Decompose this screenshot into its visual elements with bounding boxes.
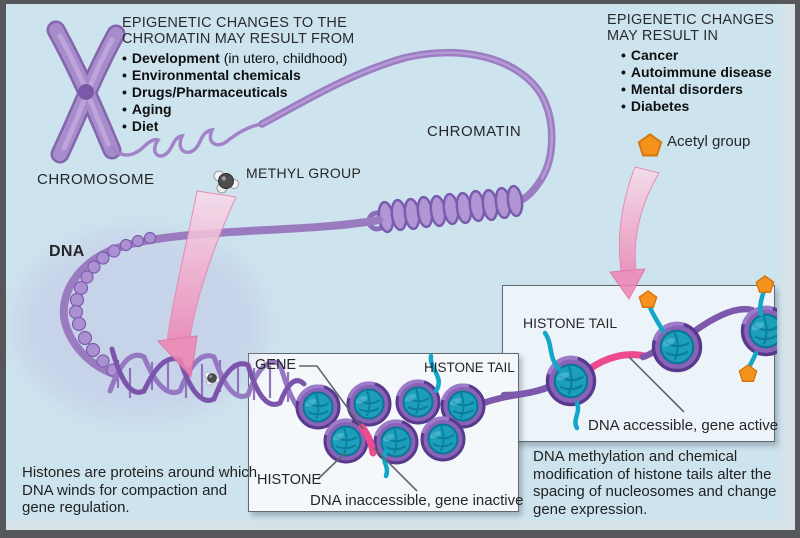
outcomes-panel: EPIGENETIC CHANGES MAY RESULT IN •Cancer… bbox=[607, 12, 774, 115]
dna-double-helix bbox=[107, 346, 307, 417]
bullet-icon: • bbox=[122, 67, 127, 83]
cause-item: •Aging bbox=[122, 101, 172, 117]
bullet-icon: • bbox=[621, 98, 626, 114]
acetyl-on-tail-icon bbox=[738, 364, 758, 383]
bullet-icon: • bbox=[122, 50, 127, 66]
methyl-arrow bbox=[156, 190, 237, 379]
methyl-group-label: METHYL GROUP bbox=[246, 165, 362, 181]
chromosome-illustration bbox=[46, 20, 126, 164]
acetyl-group-icon bbox=[637, 133, 663, 157]
inactive-gene-caption: DNA inaccessible, gene inactive bbox=[310, 492, 524, 509]
outcome-item: •Autoimmune disease bbox=[621, 64, 772, 80]
outcome-item: •Mental disorders bbox=[621, 81, 743, 97]
histone-function-caption: Histones are proteins around which DNA w… bbox=[22, 464, 258, 516]
right-edge-strip bbox=[781, 0, 795, 538]
histone-tail bbox=[428, 353, 441, 394]
bullet-icon: • bbox=[621, 64, 626, 80]
acetyl-on-tail-icon bbox=[638, 290, 658, 309]
pointer-lines bbox=[299, 356, 685, 492]
bullet-icon: • bbox=[122, 101, 127, 117]
methyl-group-icon bbox=[213, 170, 239, 194]
frame-border bbox=[0, 0, 6, 538]
outcomes-heading-line1: EPIGENETIC CHANGES bbox=[607, 12, 775, 28]
gene-segment-active bbox=[584, 351, 649, 374]
cause-item: •Environmental chemicals bbox=[122, 67, 301, 83]
cause-item: •Drugs/Pharmaceuticals bbox=[122, 84, 288, 100]
acetyl-arrow bbox=[609, 166, 660, 300]
chromosome-label: CHROMOSOME bbox=[37, 171, 155, 188]
chromatin-coil bbox=[366, 184, 524, 234]
histone-label: HISTONE bbox=[257, 472, 322, 488]
causes-heading-line1: EPIGENETIC CHANGES TO THE bbox=[122, 15, 347, 31]
gene-label: GENE bbox=[255, 357, 297, 373]
condensed-chromatin-fiber bbox=[59, 216, 383, 378]
causes-heading-line2: CHROMATIN MAY RESULT FROM bbox=[122, 31, 355, 47]
cause-item: •Development (in utero, childhood) bbox=[122, 50, 348, 66]
chromatin-label: CHROMATIN bbox=[427, 123, 522, 140]
causes-panel: EPIGENETIC CHANGES TO THE CHROMATIN MAY … bbox=[122, 15, 354, 135]
outcome-item: •Diabetes bbox=[621, 98, 690, 114]
bullet-icon: • bbox=[621, 81, 626, 97]
dna-label: DNA bbox=[49, 243, 85, 260]
bullet-icon: • bbox=[621, 47, 626, 63]
bullet-icon: • bbox=[122, 84, 127, 100]
active-gene-caption: DNA accessible, gene active bbox=[588, 417, 779, 434]
histone-tail bbox=[381, 448, 390, 479]
gene-segment-inactive bbox=[358, 423, 377, 457]
frame-border bbox=[795, 0, 800, 538]
cause-item: •Diet bbox=[122, 118, 159, 134]
frame-border bbox=[0, 0, 800, 4]
methylation-effect-caption: DNA methylation and chemical modificatio… bbox=[533, 448, 777, 518]
bottom-edge-strip bbox=[0, 520, 800, 530]
chromatin-loop bbox=[258, 48, 556, 203]
frame-border bbox=[0, 530, 800, 538]
bullet-icon: • bbox=[122, 118, 127, 134]
outcome-item: •Cancer bbox=[621, 47, 679, 63]
histone-tail-label-active: HISTONE TAIL bbox=[523, 315, 618, 331]
chromatin-fiber-squiggle bbox=[110, 122, 264, 158]
acetyl-group-label: Acetyl group bbox=[667, 133, 751, 150]
active-nucleosome-strand bbox=[500, 275, 777, 431]
histone-tail-label-inactive: HISTONE TAIL bbox=[424, 360, 515, 375]
outcomes-heading-line2: MAY RESULT IN bbox=[607, 28, 719, 44]
acetyl-on-tail-icon bbox=[755, 275, 775, 294]
